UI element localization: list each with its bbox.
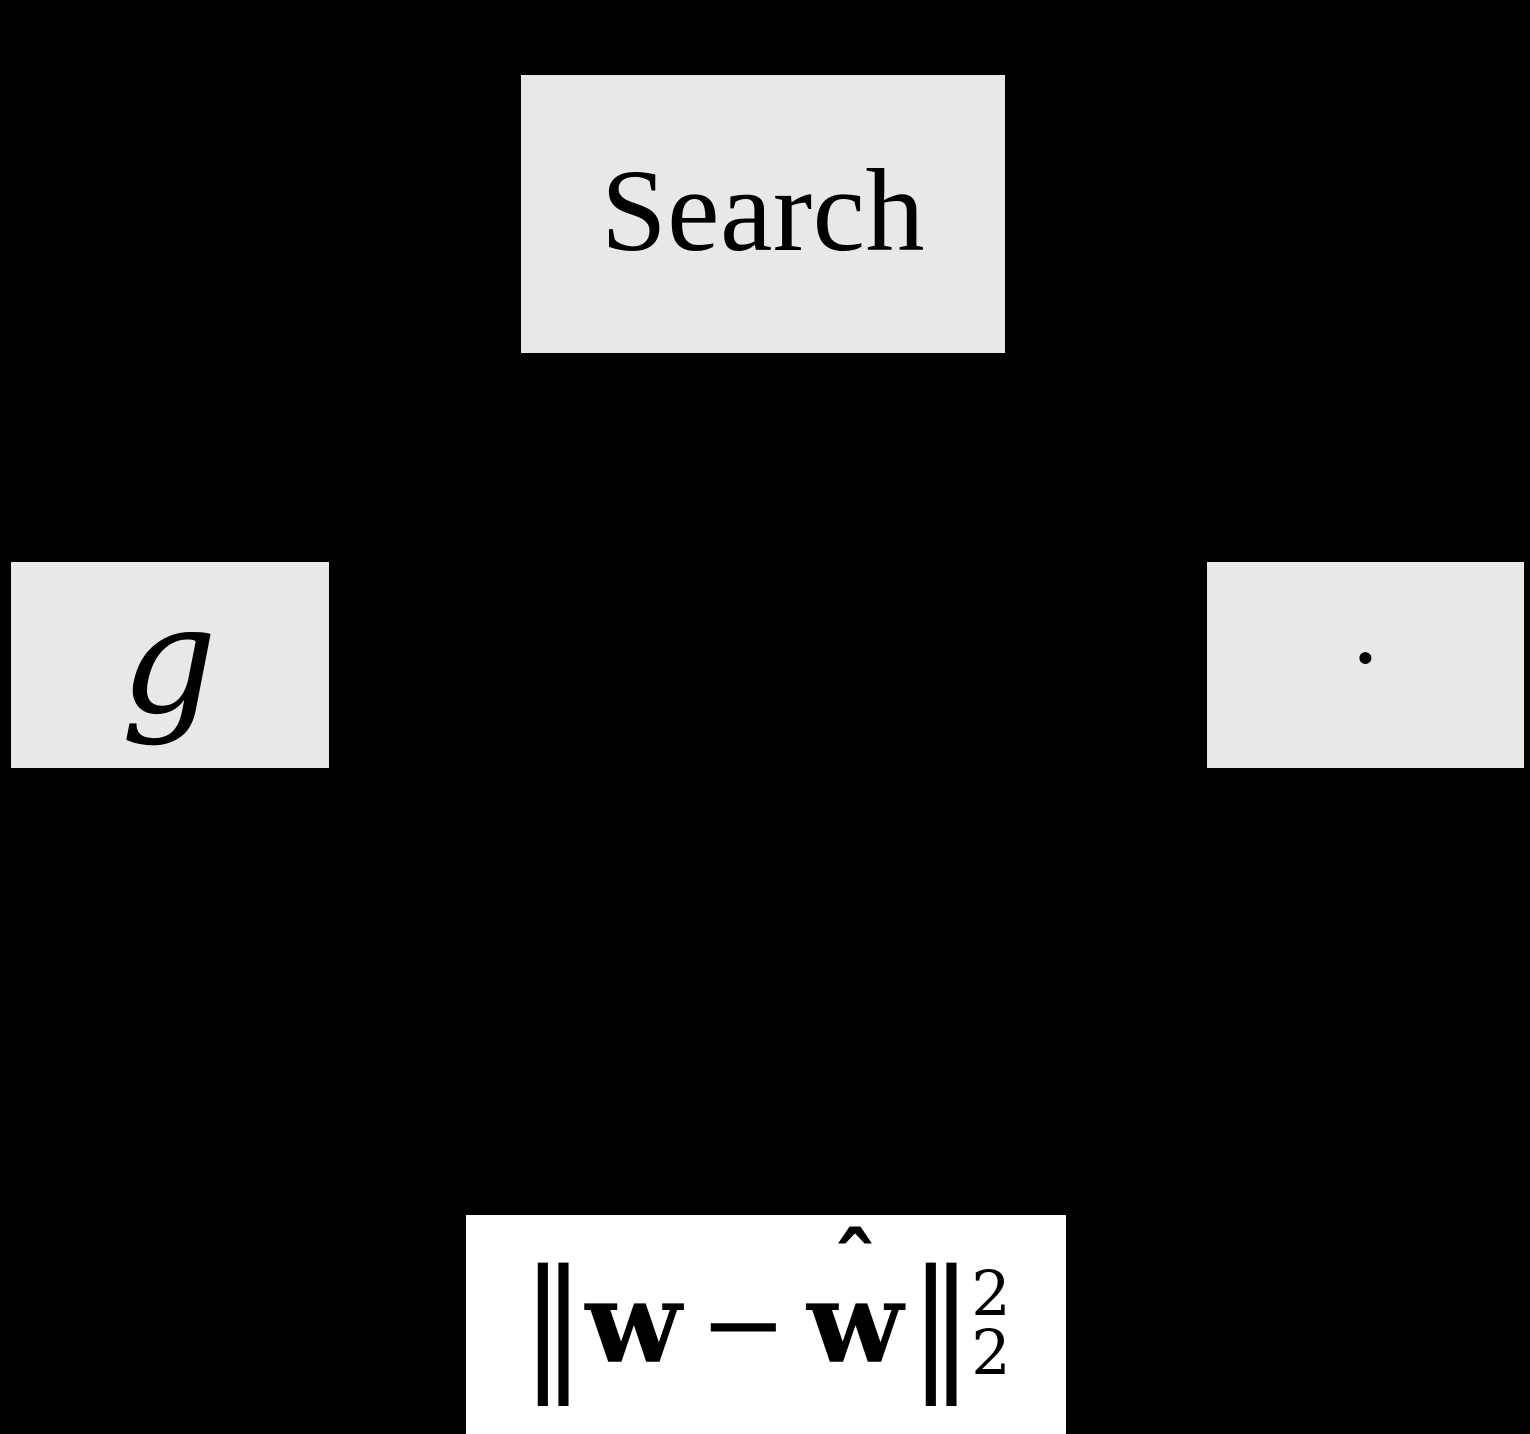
norm-open-bars: ‖ [521,1240,585,1407]
norm-close-bars: ‖ [909,1240,973,1407]
node-search-label: Search [600,145,926,276]
norm-superscript: 2 [971,1257,1011,1331]
formula-l2-norm-squared: ‖ w − ˆ w ‖ 2 2 [521,1222,1011,1395]
vector-w-hat-wrapper: ˆ w [803,1222,907,1380]
norm-subscript: 2 [971,1316,1011,1389]
node-g[interactable]: g [11,562,329,768]
node-dot[interactable]: · [1207,562,1524,768]
node-search[interactable]: Search [521,75,1005,353]
hat-accent-icon: ˆ [832,1215,879,1322]
node-formula-l2-norm[interactable]: ‖ w − ˆ w ‖ 2 2 [466,1215,1066,1434]
minus-operator: − [699,1263,787,1385]
vector-w: w [585,1258,682,1389]
node-dot-label: · [1350,605,1381,712]
vector-w-hat: w [806,1258,904,1389]
norm-exponent-index: 2 2 [967,1257,1011,1389]
node-g-label: g [120,574,218,748]
